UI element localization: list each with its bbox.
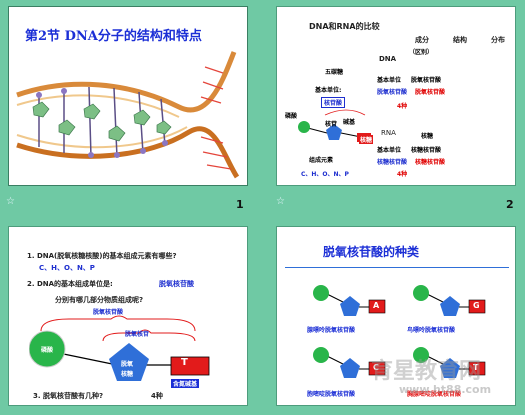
question-1: 1. DNA(脱氧核糖核酸)的基本组成元素有哪些? [27, 252, 177, 260]
rna-unit-red: 核糖核苷酸 [415, 159, 446, 166]
base-g-label: G [473, 301, 480, 310]
elements-text: C、H、O、N、P [301, 171, 349, 178]
caption-adenine: 腺嘌呤脱氧核苷酸 [307, 327, 356, 334]
ribose-label: 核糖 [359, 135, 374, 144]
sugar-label: 五碳糖 [325, 69, 344, 76]
rna-kind: 核糖 [421, 133, 434, 140]
slide-1-page-number: 1 [236, 198, 244, 211]
brace-mid-label: 脱氧核苷 [125, 331, 150, 338]
col-header-structure: 结构 [453, 36, 467, 44]
composition-label: 组成元素 [309, 157, 334, 164]
base-a-label: A [373, 301, 380, 310]
sugar-label-line1: 脱氧 [121, 361, 134, 368]
basic-unit-label: 基本单位: [315, 87, 342, 94]
base-t-label: T [181, 357, 188, 368]
slide-4[interactable]: 脱氧核苷酸的种类 A G C T 腺嘌呤脱氧核苷酸 鸟嘌呤脱氧核苷酸 胞嘧啶脱氧… [276, 226, 516, 406]
slide-2-page-number: 2 [506, 198, 514, 211]
slide-2-star-icon: ☆ [276, 196, 285, 207]
col-subheader: （区别） [409, 49, 434, 56]
dna-unit-red: 脱氧核苷酸 [415, 89, 446, 96]
slide-2[interactable]: DNA和RNA的比较 成分 结构 分布 （区别） DNA 五碳糖 基本单位: 核… [276, 6, 516, 186]
rna-unit-name: 核糖核苷酸 [411, 147, 442, 154]
question-2b: 分别有哪几部分物质组成呢? [55, 296, 144, 304]
slide-2-title: DNA和RNA的比较 [309, 22, 380, 31]
title-underline [285, 267, 509, 268]
col-header-composition: 成分 [415, 36, 429, 44]
slide-1-star-icon: ☆ [6, 196, 15, 207]
caption-cytosine: 胞嘧啶脱氧核苷酸 [307, 391, 356, 398]
watermark-line2: www.ht88.com [399, 383, 492, 396]
caption-thymine: 胸腺嘧啶脱氧核苷酸 [407, 391, 462, 398]
question-3: 3. 脱氧核苷酸有几种? [33, 392, 104, 400]
rna-label: RNA [381, 129, 396, 137]
base-label: 碱基 [343, 119, 356, 126]
nucleotide-types-diagram [313, 285, 486, 378]
nucleotide-model [29, 315, 210, 381]
slide-4-title: 脱氧核苷酸的种类 [323, 245, 420, 259]
answer-2: 脱氧核苷酸 [159, 280, 194, 288]
phosphate-label: 磷酸 [285, 113, 298, 120]
dna-helix-illustration [16, 51, 240, 179]
slide-1[interactable]: 第2节 DNA分子的结构和特点 [8, 6, 248, 186]
watermark-line1: 育星教育网 [371, 359, 482, 384]
answer-3: 4种 [151, 392, 163, 400]
dna-label: DNA [379, 55, 397, 63]
slide-3[interactable]: 1. DNA(脱氧核糖核酸)的基本组成元素有哪些? C、H、O、N、P 2. D… [8, 226, 248, 406]
base-t-label: T [473, 363, 479, 372]
base-caption: 含氮碱基 [171, 379, 200, 388]
dna-basic-unit: 基本单位 [377, 77, 402, 84]
sugar-label-line2: 核糖 [121, 371, 134, 378]
dna-unit-name: 脱氧核苷酸 [411, 77, 442, 84]
base-c-label: C [373, 363, 379, 372]
rna-basic-unit: 基本单位 [377, 147, 402, 154]
answer-1: C、H、O、N、P [39, 264, 95, 272]
phosphate-circle-label: 磷酸 [41, 347, 54, 354]
rna-unit-blue: 核糖核苷酸 [377, 159, 408, 166]
slide-1-title: 第2节 DNA分子的结构和特点 [25, 29, 202, 44]
dna-unit-blue: 脱氧核苷酸 [377, 89, 408, 96]
question-2: 2. DNA的基本组成单位是: [27, 280, 113, 288]
dna-bases-count: 4种 [397, 103, 408, 110]
rna-bases-count: 4种 [397, 171, 408, 178]
nucleoside-label: 核苷 [325, 121, 338, 128]
nucleotide-label: 核苷酸 [321, 97, 346, 108]
caption-guanine: 鸟嘌呤脱氧核苷酸 [407, 327, 456, 334]
brace-top-label: 脱氧核苷酸 [93, 309, 124, 316]
col-header-distribution: 分布 [491, 36, 505, 44]
